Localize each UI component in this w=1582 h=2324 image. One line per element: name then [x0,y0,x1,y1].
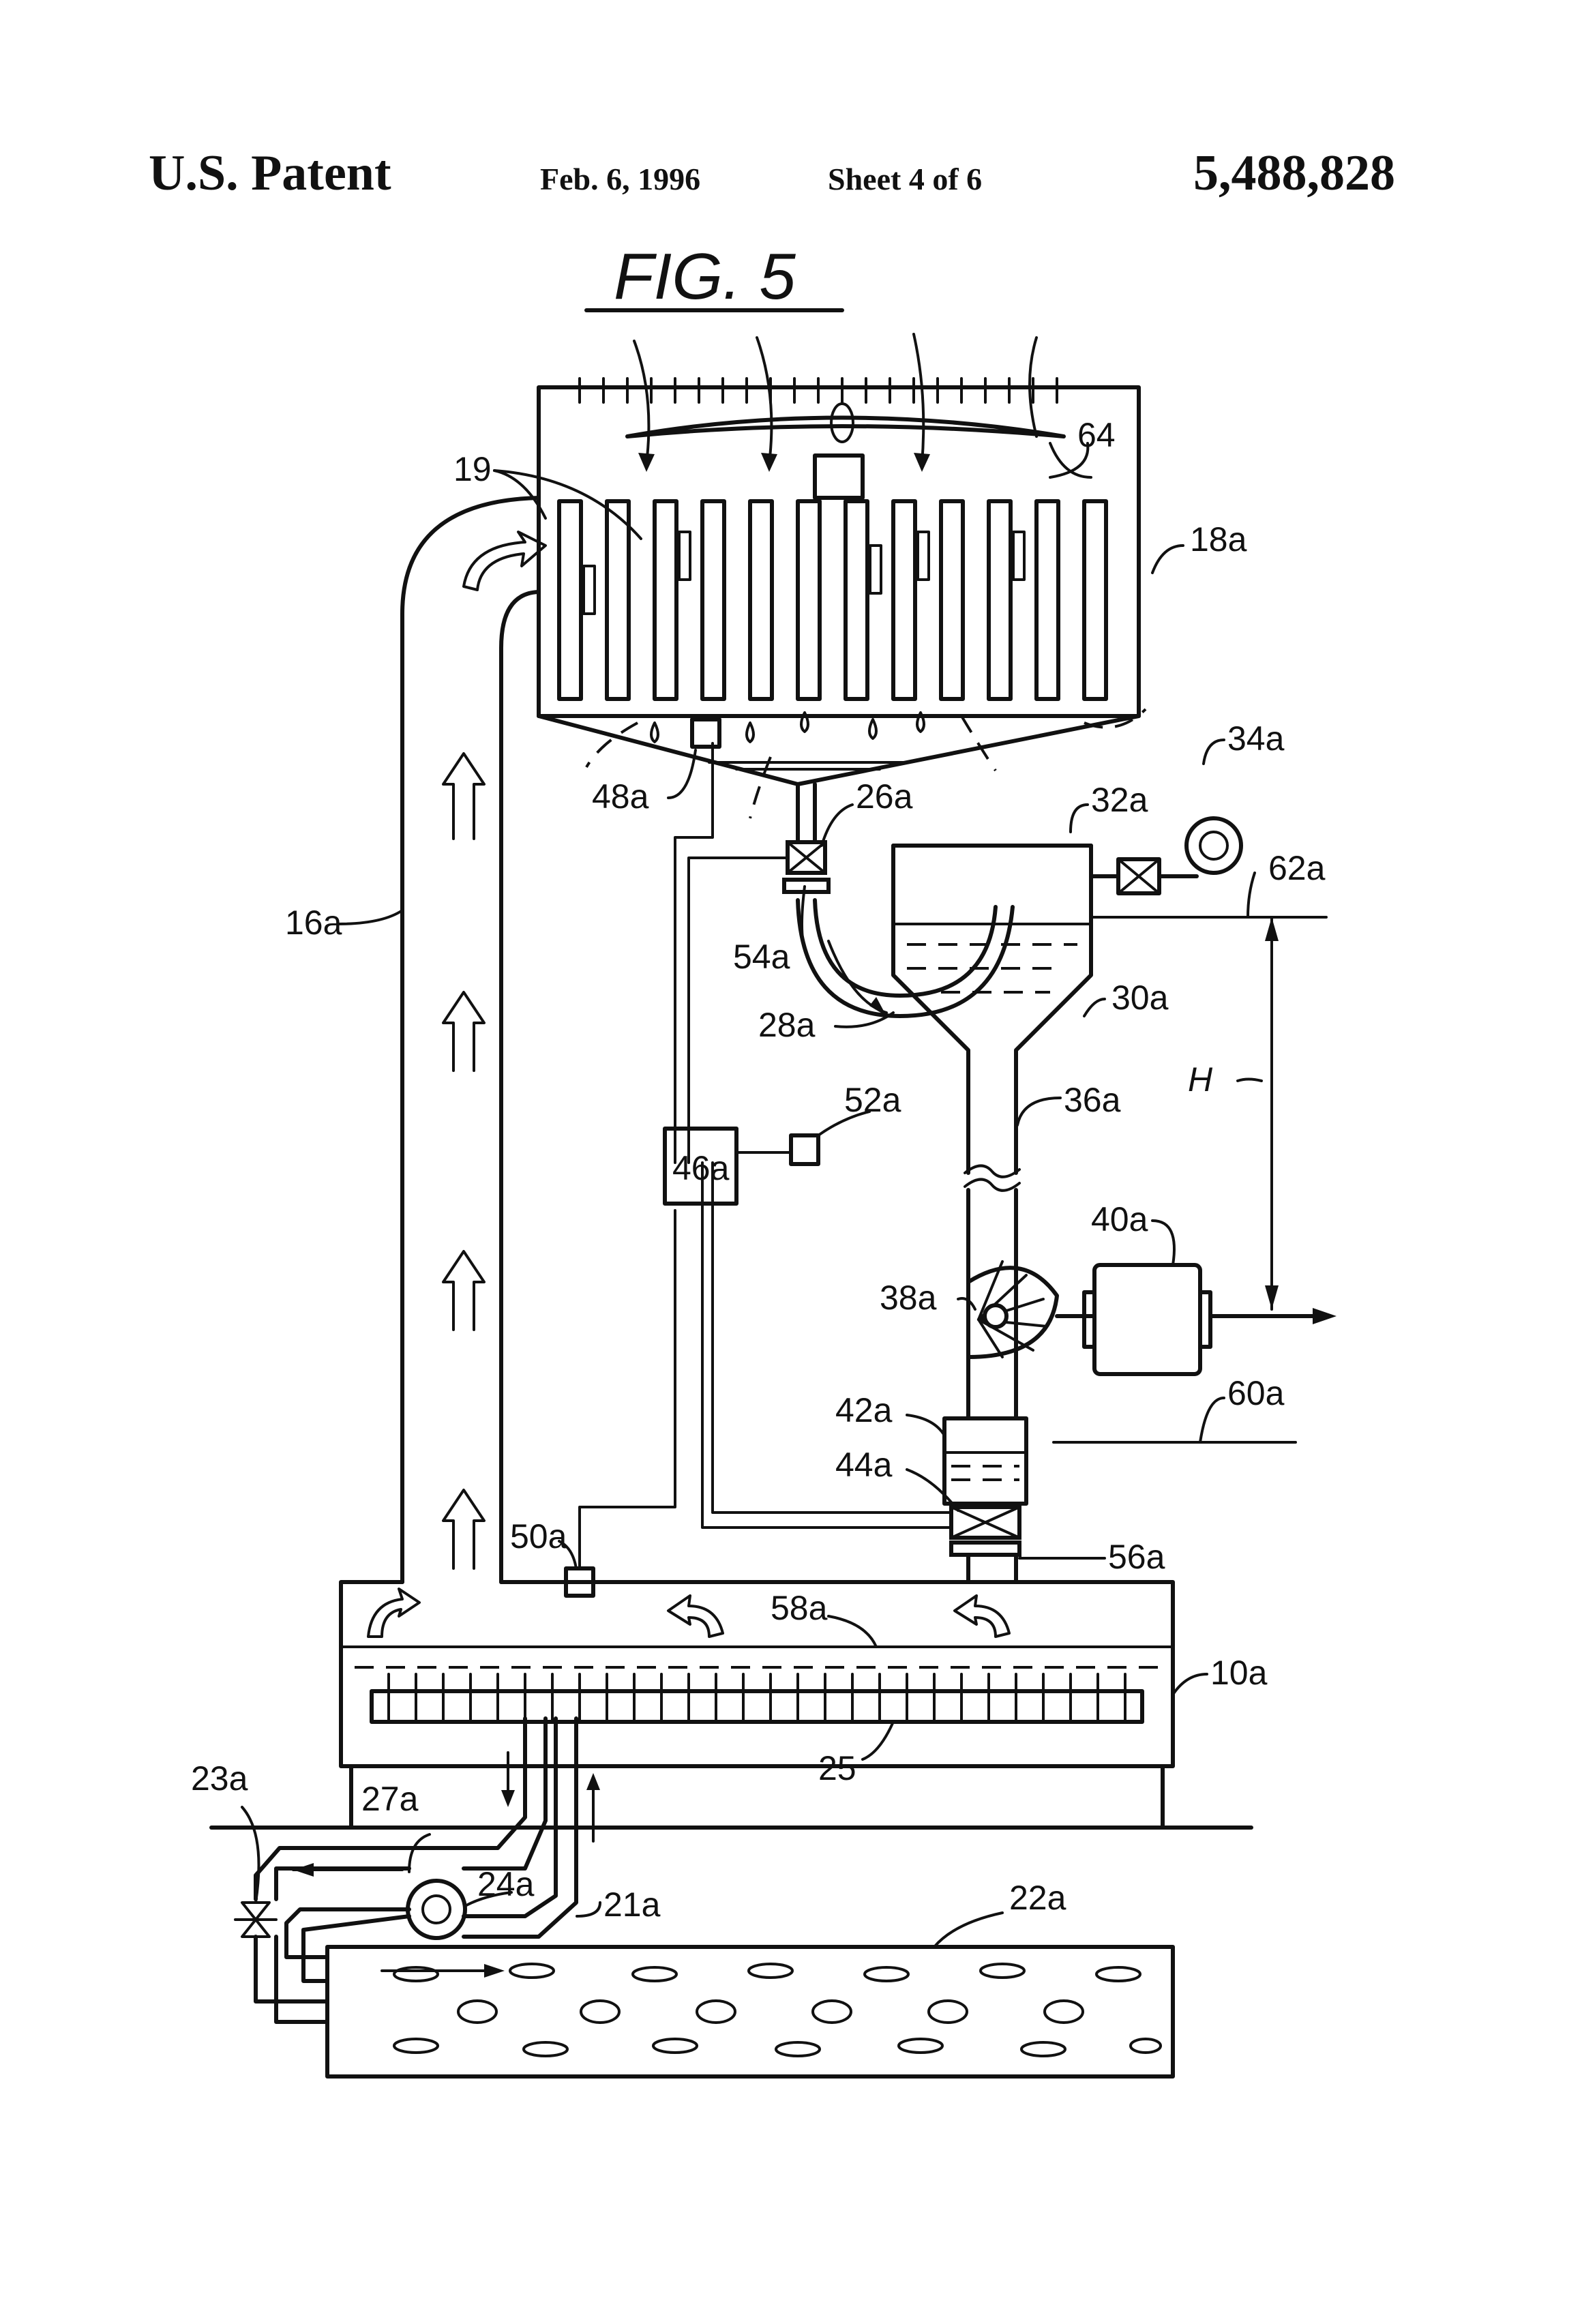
label-36a: 36a [1064,1081,1121,1119]
label-26a: 26a [856,777,913,816]
label-24a: 24a [477,1865,535,1903]
label-18a: 18a [1190,520,1247,558]
label-28a: 28a [758,1006,816,1044]
label-32a: 32a [1091,781,1148,819]
riser-duct-16a [402,498,546,1582]
tank-30a [798,818,1241,1191]
label-48a: 48a [592,777,649,816]
figure-title: FIG. 5 [614,240,796,313]
label-30a: 30a [1111,979,1169,1017]
label-25: 25 [818,1749,856,1787]
label-16a: 16a [285,904,342,942]
label-22a: 22a [1009,1879,1066,1917]
label-52a: 52a [844,1081,901,1119]
valve-26a [784,842,829,892]
label-19: 19 [453,450,492,488]
label-38a: 38a [880,1279,937,1317]
label-58a: 58a [771,1589,828,1627]
label-23a: 23a [191,1759,248,1798]
cooling-tower-18a [539,334,1146,842]
label-27a: 27a [361,1780,419,1818]
label-54a: 54a [733,938,790,976]
inlet-grille [580,378,1057,402]
label-44a: 44a [835,1446,893,1484]
label-64: 64 [1077,416,1116,454]
label-10a: 10a [1210,1654,1268,1692]
reference-labels: 19 64 18a 48a 26a 34a 32a 62a 16a 54a 30… [191,416,1326,1924]
label-34a: 34a [1227,719,1285,758]
label-50a: 50a [510,1517,567,1555]
label-40a: 40a [1091,1200,1148,1238]
label-21a: 21a [603,1886,661,1924]
label-62a: 62a [1268,849,1326,887]
label-H: H [1188,1060,1213,1099]
label-42a: 42a [835,1391,893,1429]
label-60a: 60a [1227,1374,1285,1412]
label-56a: 56a [1108,1538,1165,1576]
label-46a: 46a [672,1149,730,1187]
